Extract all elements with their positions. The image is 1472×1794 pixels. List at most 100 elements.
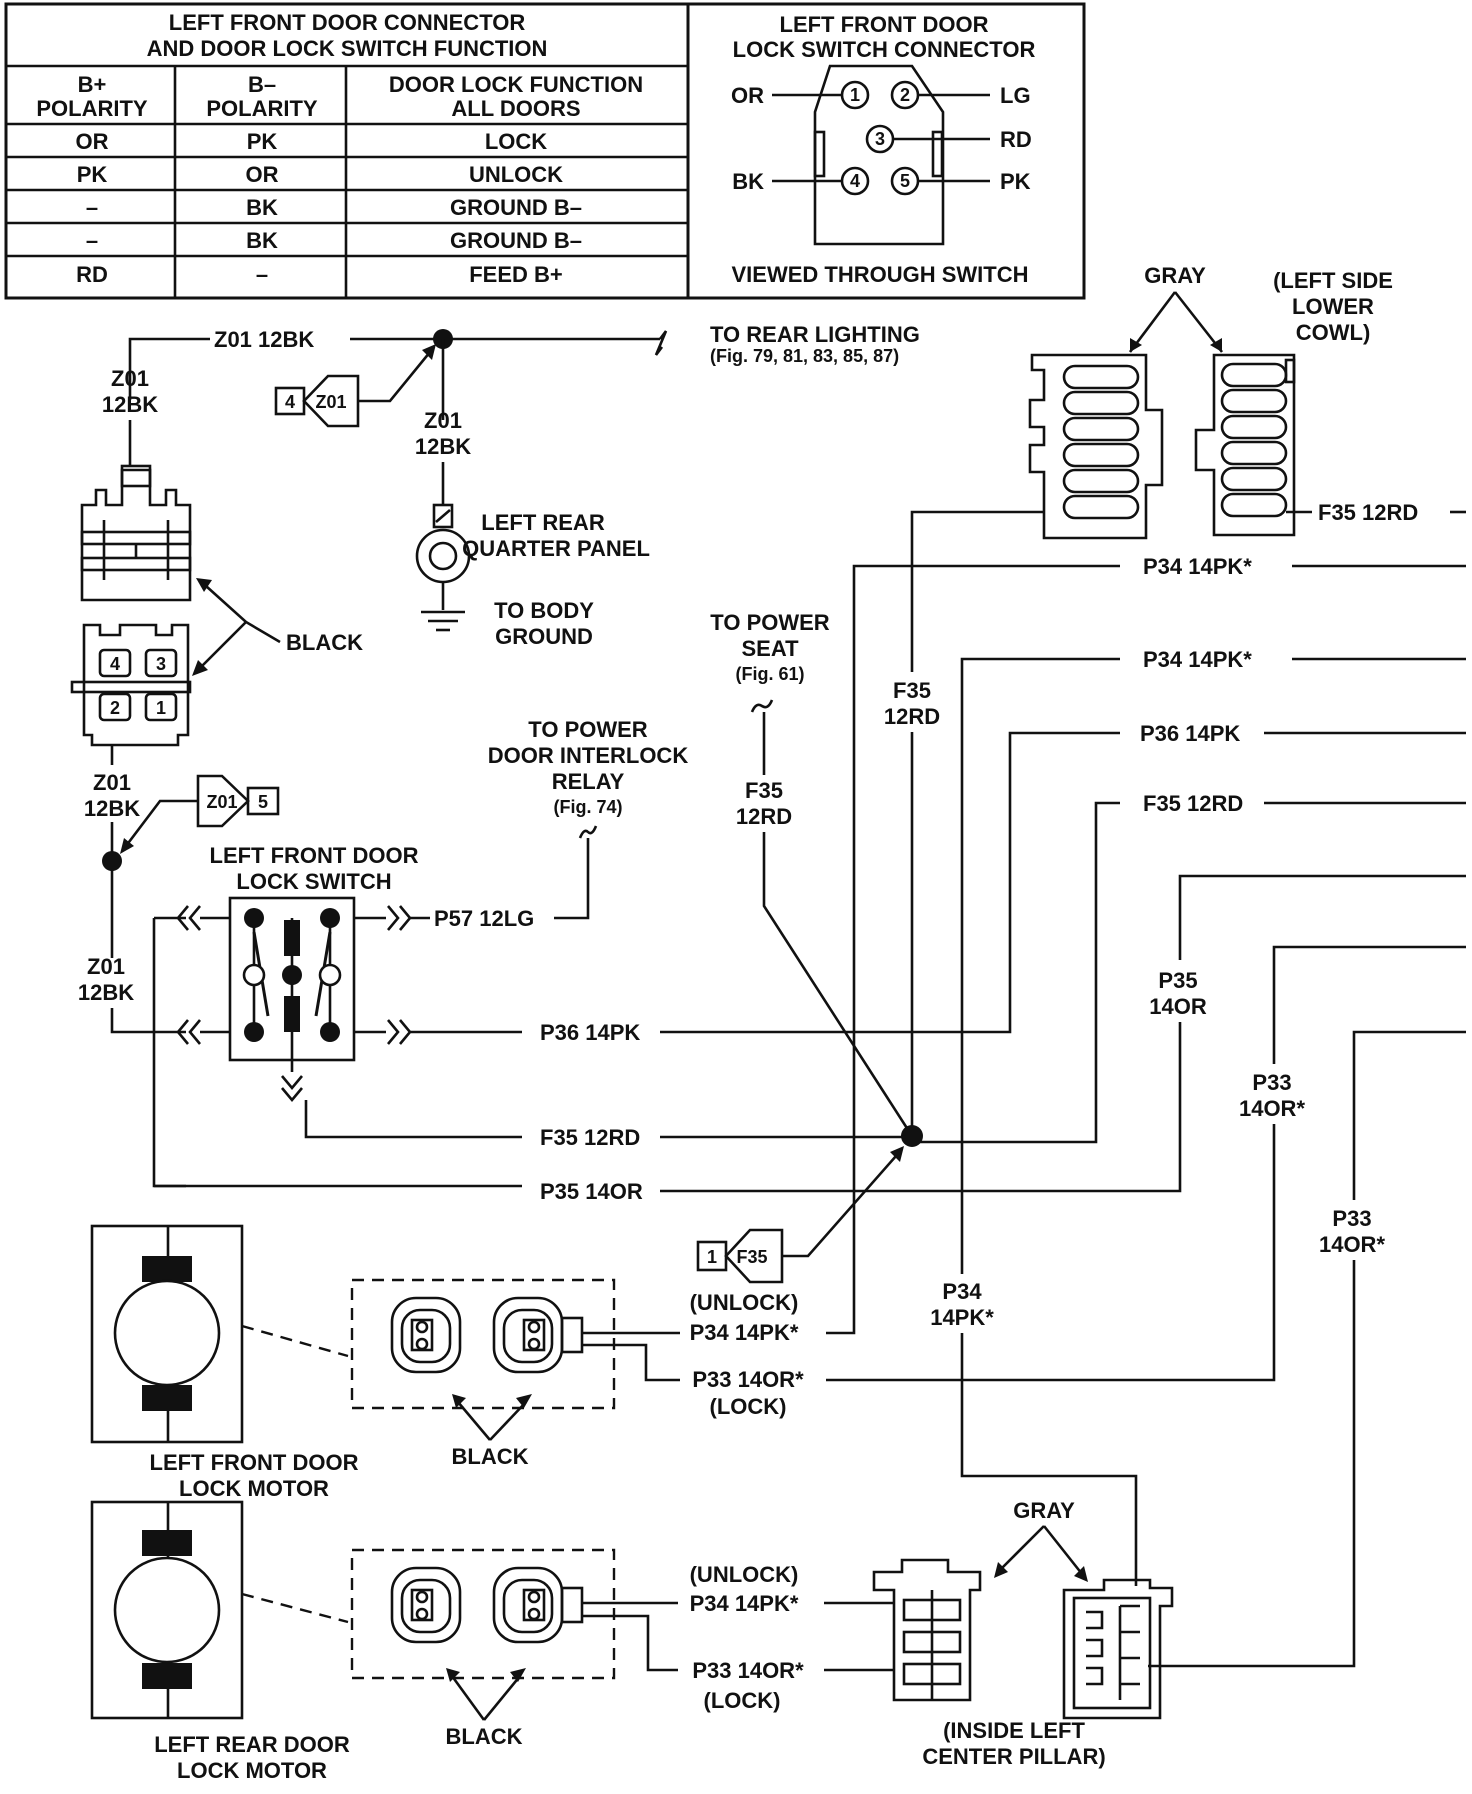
table-row: – BK GROUND B– <box>86 228 582 253</box>
quarter-panel-label-2: QUARTER PANEL <box>462 536 650 561</box>
pin-number: 1 <box>850 85 860 105</box>
front-lock-motor: (UNLOCK) P34 14PK* P33 14OR* (LOCK) BLAC… <box>90 1224 804 1501</box>
rear-motor-title-1: LEFT REAR DOOR <box>154 1732 350 1757</box>
ground-eyelet-stem <box>432 503 454 529</box>
p35-vertical-label-2: 14OR <box>1149 994 1207 1019</box>
pillar-connectors: GRAY (INSIDE LEFT CENTER PILLAR) <box>872 1498 1174 1769</box>
pillar-connector-left <box>872 1558 982 1702</box>
table-cell: OR <box>76 129 109 154</box>
interlock-label-2: DOOR INTERLOCK <box>488 743 689 768</box>
f35-splice <box>901 1125 923 1147</box>
interlock-label-1: TO POWER <box>528 717 647 742</box>
table-row: RD – FEED B+ <box>76 262 563 287</box>
front-motor-title-2: LOCK MOTOR <box>179 1476 329 1501</box>
header-bplus-1: B+ <box>78 72 107 97</box>
switch-connector-footer: VIEWED THROUGH SWITCH <box>732 262 1029 287</box>
power-seat-label-2: SEAT <box>741 636 799 661</box>
wire-label-f35-left: F35 12RD <box>540 1125 640 1150</box>
plug-pin-2 <box>98 692 132 722</box>
power-seat-label-3: (Fig. 61) <box>735 664 804 684</box>
f35-vertical-label-2: 12RD <box>884 704 940 729</box>
connector-latch <box>813 130 826 178</box>
rear-p34-label: P34 14PK* <box>690 1591 799 1616</box>
ref-4-number: 4 <box>285 392 295 412</box>
ref-5-number: 5 <box>258 792 268 812</box>
table-cell: UNLOCK <box>469 162 563 187</box>
pin-number: 3 <box>875 129 885 149</box>
pillar-location-1: (INSIDE LEFT <box>943 1718 1085 1743</box>
motor-brush <box>142 1530 192 1556</box>
cowl-cavities-left <box>1062 364 1140 520</box>
plug-pin-4 <box>98 648 132 678</box>
connector-latch <box>1284 358 1296 384</box>
connector-latch <box>931 130 944 178</box>
header-bplus-2: POLARITY <box>36 96 148 121</box>
wire-label-p36-right: P36 14PK <box>1140 721 1240 746</box>
table-cell: GROUND B– <box>450 228 582 253</box>
wire-label-p57: P57 12LG <box>434 906 534 931</box>
rear-lock-motor: (UNLOCK) P34 14PK* P33 14OR* (LOCK) BLAC… <box>90 1500 894 1783</box>
pin4-wire: BK <box>732 169 764 194</box>
rear-unlock-label: (UNLOCK) <box>690 1562 799 1587</box>
table-row: – BK GROUND B– <box>86 195 582 220</box>
power-seat-feed: TO POWER SEAT (Fig. 61) F35 12RD <box>710 610 914 1137</box>
pillar-connector-right <box>1062 1578 1174 1720</box>
f35-vertical-label-1: F35 <box>893 678 931 703</box>
wire-label-p35-left: P35 14OR <box>540 1179 643 1204</box>
pin-number: 5 <box>900 171 910 191</box>
cowl-gray-label: GRAY <box>1144 263 1206 288</box>
wire-label-f35-cowl: F35 12RD <box>1318 500 1418 525</box>
pin2-wire: LG <box>1000 83 1031 108</box>
plug-pin-1 <box>144 692 178 722</box>
table-cell: RD <box>76 262 108 287</box>
switch-connector-title-1: LEFT FRONT DOOR <box>780 12 989 37</box>
switch-common-bar <box>284 996 300 1032</box>
ground-plug-lower <box>82 623 190 747</box>
power-seat-wire-2: 12RD <box>736 804 792 829</box>
table-cell: LOCK <box>485 129 547 154</box>
switch-contact <box>244 908 264 928</box>
switch-connector-title-2: LOCK SWITCH CONNECTOR <box>733 37 1036 62</box>
black-label: BLACK <box>286 630 363 655</box>
p34-vertical-label-2: 14PK* <box>930 1305 994 1330</box>
ground-circuit: Z01 12BK TO REAR LIGHTING (Fig. 79, 81, … <box>70 322 920 1034</box>
ref-diamond <box>196 774 250 828</box>
table-cell: – <box>86 228 98 253</box>
switch-contact <box>320 1022 340 1042</box>
cowl-location-2: LOWER <box>1292 294 1374 319</box>
pin-number: 4 <box>850 171 860 191</box>
ref-1-number: 1 <box>707 1247 717 1267</box>
switch-contact <box>282 965 302 985</box>
z01-wire-label-1: Z01 <box>111 366 149 391</box>
z01-wire-label-6: 12BK <box>78 980 134 1005</box>
table-cell: PK <box>77 162 108 187</box>
ref-1-code: F35 <box>736 1247 767 1267</box>
p35-vertical-label-1: P35 <box>1158 968 1197 993</box>
switch-connector-body <box>813 64 945 246</box>
motor-brush <box>142 1256 192 1282</box>
plug-pin-number: 1 <box>156 698 166 718</box>
motor-brush <box>142 1663 192 1689</box>
front-p33-label: P33 14OR* <box>692 1367 804 1392</box>
wire-label-p34-a: P34 14PK* <box>1143 554 1252 579</box>
z01-wire-label-2: 12BK <box>102 392 158 417</box>
quarter-panel-label-1: LEFT REAR <box>481 510 605 535</box>
to-rear-lighting-2: (Fig. 79, 81, 83, 85, 87) <box>710 346 899 366</box>
table-cell: BK <box>246 195 278 220</box>
table-row: PK OR UNLOCK <box>77 162 563 187</box>
header-bminus-1: B– <box>248 72 276 97</box>
switch-connector-panel: LEFT FRONT DOOR LOCK SWITCH CONNECTOR 1 … <box>731 12 1035 287</box>
ground-wire-label-2: 12BK <box>415 434 471 459</box>
interlock-label-3: RELAY <box>552 769 625 794</box>
table-title-line2: AND DOOR LOCK SWITCH FUNCTION <box>147 36 548 61</box>
to-rear-lighting-1: TO REAR LIGHTING <box>710 322 920 347</box>
p33-vertical-label-1: P33 <box>1252 1070 1291 1095</box>
pin3-wire: RD <box>1000 127 1032 152</box>
lock-switch-title-2: LOCK SWITCH <box>236 869 391 894</box>
switch-contact <box>320 908 340 928</box>
interlock-label-4: (Fig. 74) <box>553 797 622 817</box>
front-black-label: BLACK <box>452 1444 529 1469</box>
p33b-vertical-label-2: 14OR* <box>1319 1232 1385 1257</box>
front-lock-label: (LOCK) <box>710 1394 787 1419</box>
